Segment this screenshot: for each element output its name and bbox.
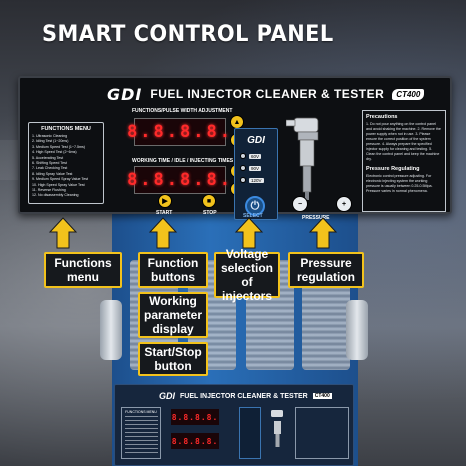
voltage-option[interactable]: 90V <box>240 165 262 171</box>
voltage-value: 120V <box>249 177 264 183</box>
indicator-led <box>240 165 246 171</box>
pressure-increase-button[interactable]: + <box>336 196 352 212</box>
side-handle-right <box>346 300 368 360</box>
menu-item: 12. No disassembly Cleaning <box>32 193 79 198</box>
menu-item: 7. Leak Checking Test <box>32 166 68 171</box>
menu-item: 11. Reverse Flushing <box>32 188 66 193</box>
lower-display-label: WORKING TIME / IDLE / INJECTING TIMES <box>132 158 234 164</box>
panel-brand: GDI FUEL INJECTOR CLEANER & TESTER CT400 <box>107 84 425 104</box>
lower-lower-display: 8.8.8.8. <box>171 433 219 449</box>
power-icon: ⏻ <box>250 199 260 212</box>
brand-name: FUEL INJECTOR CLEANER & TESTER <box>150 87 385 101</box>
pressure-decrease-button[interactable]: − <box>292 196 308 212</box>
voltage-panel-logo: GDI <box>247 135 265 146</box>
menu-item: 10. High Speed Spray Value Test <box>32 182 85 187</box>
side-handle-left <box>100 300 122 360</box>
callout-working-parameter: Working parameter display <box>138 292 208 338</box>
select-button[interactable]: ⏻ <box>245 196 265 216</box>
menu-item: 8. Idling Spray Value Test <box>32 171 73 176</box>
stop-label: STOP <box>203 210 217 216</box>
callout-pressure-regulation: Pressure regulation <box>288 252 364 288</box>
menu-item: 1. Ultrasonic Cleaning <box>32 134 68 138</box>
menu-lines <box>125 416 158 456</box>
start-button[interactable]: ▶ <box>158 194 172 208</box>
start-label: START <box>156 210 173 216</box>
menu-item: 4. High Speed Test (2~6ms) <box>32 150 77 155</box>
play-icon: ▶ <box>162 197 168 205</box>
triangle-up-icon: ▲ <box>233 118 241 126</box>
precautions-heading: Precautions <box>366 114 398 120</box>
stop-square-icon: ■ <box>206 197 212 205</box>
voltage-option[interactable]: 120V <box>240 177 264 183</box>
precautions-text: 1. Do not pour anything on the control p… <box>366 122 441 161</box>
injector-illustration <box>286 117 319 200</box>
voltage-value: 90V <box>249 165 262 171</box>
upper-led-display: 8.8.8.8. <box>127 118 230 146</box>
menu-item: 5. Accelerating Test <box>32 155 64 160</box>
lower-upper-display: 8.8.8.8. <box>171 409 219 425</box>
menu-item: 3. Medium Speed Test (1~7.5ms) <box>32 144 85 149</box>
callout-function-buttons: Function buttons <box>138 252 208 288</box>
model-badge: CT400 <box>312 393 332 399</box>
pressure-regulating-text: Electronic control pressure adjusting. F… <box>366 174 433 193</box>
callout-voltage-selection: Voltage selection of injectors <box>214 247 280 303</box>
callout-functions-menu: Functions menu <box>44 252 122 288</box>
model-badge: CT400 <box>392 88 425 100</box>
menu-item: 9. Medium Speed Spray Value Test <box>32 177 89 182</box>
functions-menu-list: FUNCTIONS MENU 1. Ultrasonic Cleaning 2.… <box>28 122 104 204</box>
precautions-box: Precautions 1. Do not pour anything on t… <box>362 110 446 212</box>
functions-menu-heading: FUNCTIONS MENU <box>41 126 91 132</box>
voltage-option[interactable]: 60V <box>240 153 262 159</box>
lower-menu-heading: FUNCTIONS MENU <box>125 410 157 414</box>
menu-item: 6. Shifting Speed Test <box>32 161 67 166</box>
minus-icon: − <box>297 200 303 208</box>
voltage-value: 60V <box>249 153 262 159</box>
lower-control-panel: GDI FUEL INJECTOR CLEANER & TESTER CT400… <box>114 384 354 466</box>
lower-precautions-box <box>295 407 349 459</box>
lower-panel-brand: GDI FUEL INJECTOR CLEANER & TESTER CT400 <box>159 391 332 401</box>
up-arrow-button[interactable]: ▲ <box>230 115 244 129</box>
lower-led-display: 8.8.8.8. <box>127 166 230 194</box>
pressure-regulating-heading: Pressure Regulating <box>366 166 420 172</box>
indicator-led <box>240 153 246 159</box>
indicator-led <box>240 177 246 183</box>
lower-voltage-panel <box>239 407 261 459</box>
menu-item: 2. Idling Test (1~20ms) <box>32 139 69 144</box>
page-title: SMART CONTROL PANEL <box>42 22 334 47</box>
brand-logo: GDI <box>107 84 143 104</box>
lower-functions-menu: FUNCTIONS MENU <box>121 407 161 459</box>
injector-illustration <box>271 410 283 447</box>
pressure-label: PRESSURE <box>302 215 330 221</box>
upper-display-label: FUNCTIONS/PULSE WIDTH ADJUSTMENT <box>132 108 233 114</box>
callout-start-stop: Start/Stop button <box>138 342 208 376</box>
plus-icon: + <box>341 200 347 208</box>
brand-name: FUEL INJECTOR CLEANER & TESTER <box>180 392 308 400</box>
brand-logo: GDI <box>159 391 176 401</box>
select-label: SELECT <box>243 213 263 219</box>
stop-button[interactable]: ■ <box>202 194 216 208</box>
